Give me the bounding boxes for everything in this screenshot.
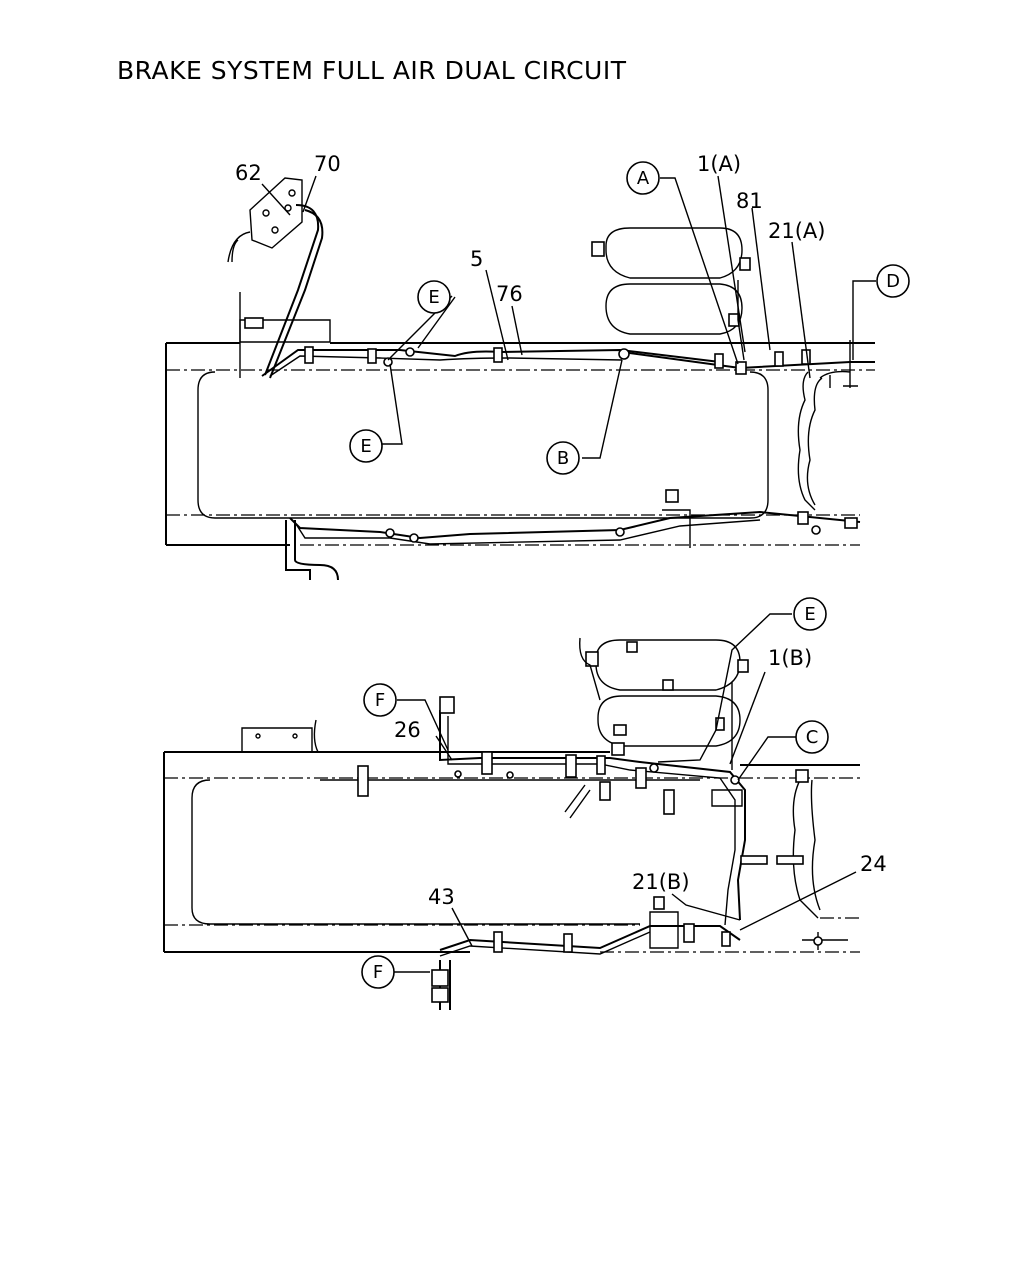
callout-e-bottom-text: E	[804, 604, 815, 625]
label-70: 70	[314, 152, 341, 176]
callout-f-bottom: F	[361, 955, 395, 989]
bottom-brake-lines	[313, 696, 848, 1010]
top-view: A D E E B 62 70 5 76 1(A)	[165, 152, 910, 581]
callout-b-text: B	[557, 448, 569, 469]
top-frame	[165, 342, 875, 546]
top-leaders	[261, 175, 876, 459]
callout-a: A	[626, 161, 660, 195]
bottom-frame	[163, 727, 860, 953]
callout-f-top: F	[363, 683, 397, 717]
bottom-leaders	[394, 613, 857, 973]
top-brake-lines	[261, 340, 875, 388]
callout-d: D	[876, 264, 910, 298]
callout-f-top-text: F	[375, 690, 385, 711]
label-62: 62	[235, 161, 262, 185]
label-24: 24	[860, 852, 887, 876]
bottom-view: F E C F 26 1(B) 21(B) 24 43	[163, 597, 887, 1010]
callout-e-left-text: E	[360, 436, 371, 457]
callout-c: C	[795, 720, 829, 754]
label-1b: 1(B)	[768, 646, 812, 670]
label-21b: 21(B)	[632, 870, 690, 894]
top-lower-lines	[285, 489, 861, 581]
callout-d-text: D	[886, 271, 900, 292]
label-5: 5	[470, 247, 483, 271]
label-76: 76	[496, 282, 523, 306]
callout-b: B	[546, 441, 580, 475]
label-21a: 21(A)	[768, 219, 825, 243]
label-81: 81	[736, 189, 763, 213]
callout-e-top-text: E	[428, 287, 439, 308]
label-1a: 1(A)	[697, 152, 741, 176]
label-26: 26	[394, 718, 421, 742]
page-title: BRAKE SYSTEM FULL AIR DUAL CIRCUIT	[117, 56, 627, 85]
top-pedal-bracket	[227, 177, 331, 379]
callout-e-bottom: E	[793, 597, 827, 631]
callout-e-top: E	[417, 280, 451, 314]
callout-e-left: E	[349, 429, 383, 463]
callout-a-text: A	[637, 168, 650, 189]
callout-c-text: C	[806, 727, 819, 748]
callout-f-bottom-text: F	[373, 962, 383, 983]
label-43: 43	[428, 885, 455, 909]
top-air-tanks	[591, 227, 751, 375]
bottom-air-tanks	[579, 637, 749, 770]
